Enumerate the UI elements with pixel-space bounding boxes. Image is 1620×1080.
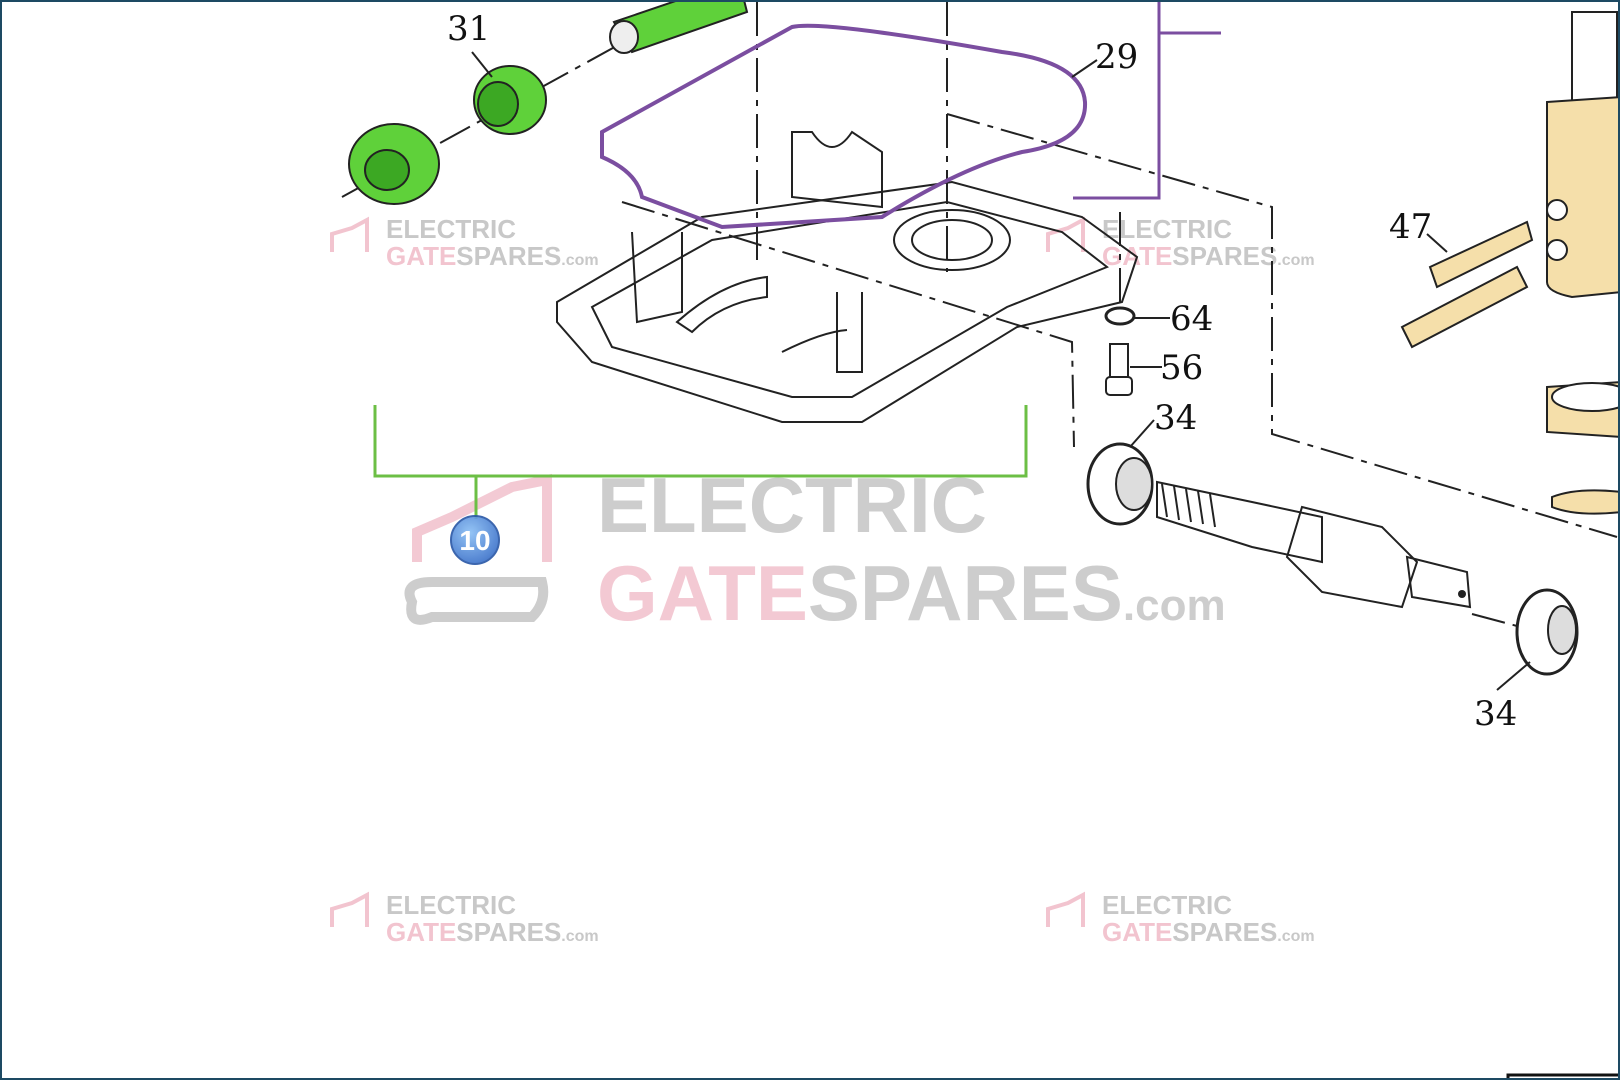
svg-text:ELECTRIC: ELECTRIC xyxy=(1102,890,1232,920)
svg-text:GATESPARES.com: GATESPARES.com xyxy=(597,549,1226,637)
leader-lines xyxy=(471,51,1531,691)
svg-text:ELECTRIC: ELECTRIC xyxy=(386,214,516,244)
part-label-47: 47 xyxy=(1389,207,1432,247)
part-label-29: 29 xyxy=(1095,37,1138,77)
svg-text:GATESPARES.com: GATESPARES.com xyxy=(1102,241,1315,271)
part-shaft-green xyxy=(609,2,749,54)
watermark-small-bottom-right: ELECTRIC GATESPARES.com xyxy=(1046,890,1315,947)
watermark-text-line1: ELECTRIC xyxy=(597,461,987,549)
watermark-text-suffix: .com xyxy=(1123,581,1226,630)
assembly-bracket-green xyxy=(373,405,1028,519)
part-washer-64 xyxy=(1104,306,1136,326)
svg-text:ELECTRIC: ELECTRIC xyxy=(386,890,516,920)
part-label-34-top: 34 xyxy=(1154,398,1197,438)
svg-text:GATESPARES.com: GATESPARES.com xyxy=(1102,917,1315,947)
watermark-text-spares: SPARES xyxy=(808,549,1123,637)
frame-corner xyxy=(1506,1073,1618,1078)
part-pin-47 xyxy=(1400,220,1534,349)
part-bearing-34-right xyxy=(1515,588,1579,676)
svg-text:GATESPARES.com: GATESPARES.com xyxy=(386,917,599,947)
part-label-56: 56 xyxy=(1160,348,1203,388)
svg-text:GATESPARES.com: GATESPARES.com xyxy=(386,241,599,271)
part-label-34-bottom: 34 xyxy=(1474,694,1517,734)
watermark-small-top-right: ELECTRIC GATESPARES.com xyxy=(1046,214,1315,271)
assembly-badge-label: 10 xyxy=(459,525,490,556)
part-label-31: 31 xyxy=(447,9,490,49)
svg-text:ELECTRIC: ELECTRIC xyxy=(1102,214,1232,244)
watermark-text-gate: GATE xyxy=(597,549,808,637)
assembly-badge-10[interactable]: 10 xyxy=(450,515,500,565)
part-output-shaft-tan xyxy=(1546,11,1618,299)
part-bearing-34-left xyxy=(1086,442,1154,526)
watermark-small-top-left: ELECTRIC GATESPARES.com xyxy=(330,214,599,271)
watermark-small-bottom-left: ELECTRIC GATESPARES.com xyxy=(330,890,599,947)
part-screw-56 xyxy=(1105,343,1133,396)
part-worm-shaft xyxy=(1156,480,1472,609)
part-base-housing xyxy=(556,130,1139,423)
part-bushing-31 xyxy=(473,65,547,135)
part-bushing-tan xyxy=(1546,381,1618,515)
part-label-64: 64 xyxy=(1170,299,1213,339)
gasket-outline-29 xyxy=(600,2,1221,230)
part-gear-green xyxy=(348,123,440,205)
